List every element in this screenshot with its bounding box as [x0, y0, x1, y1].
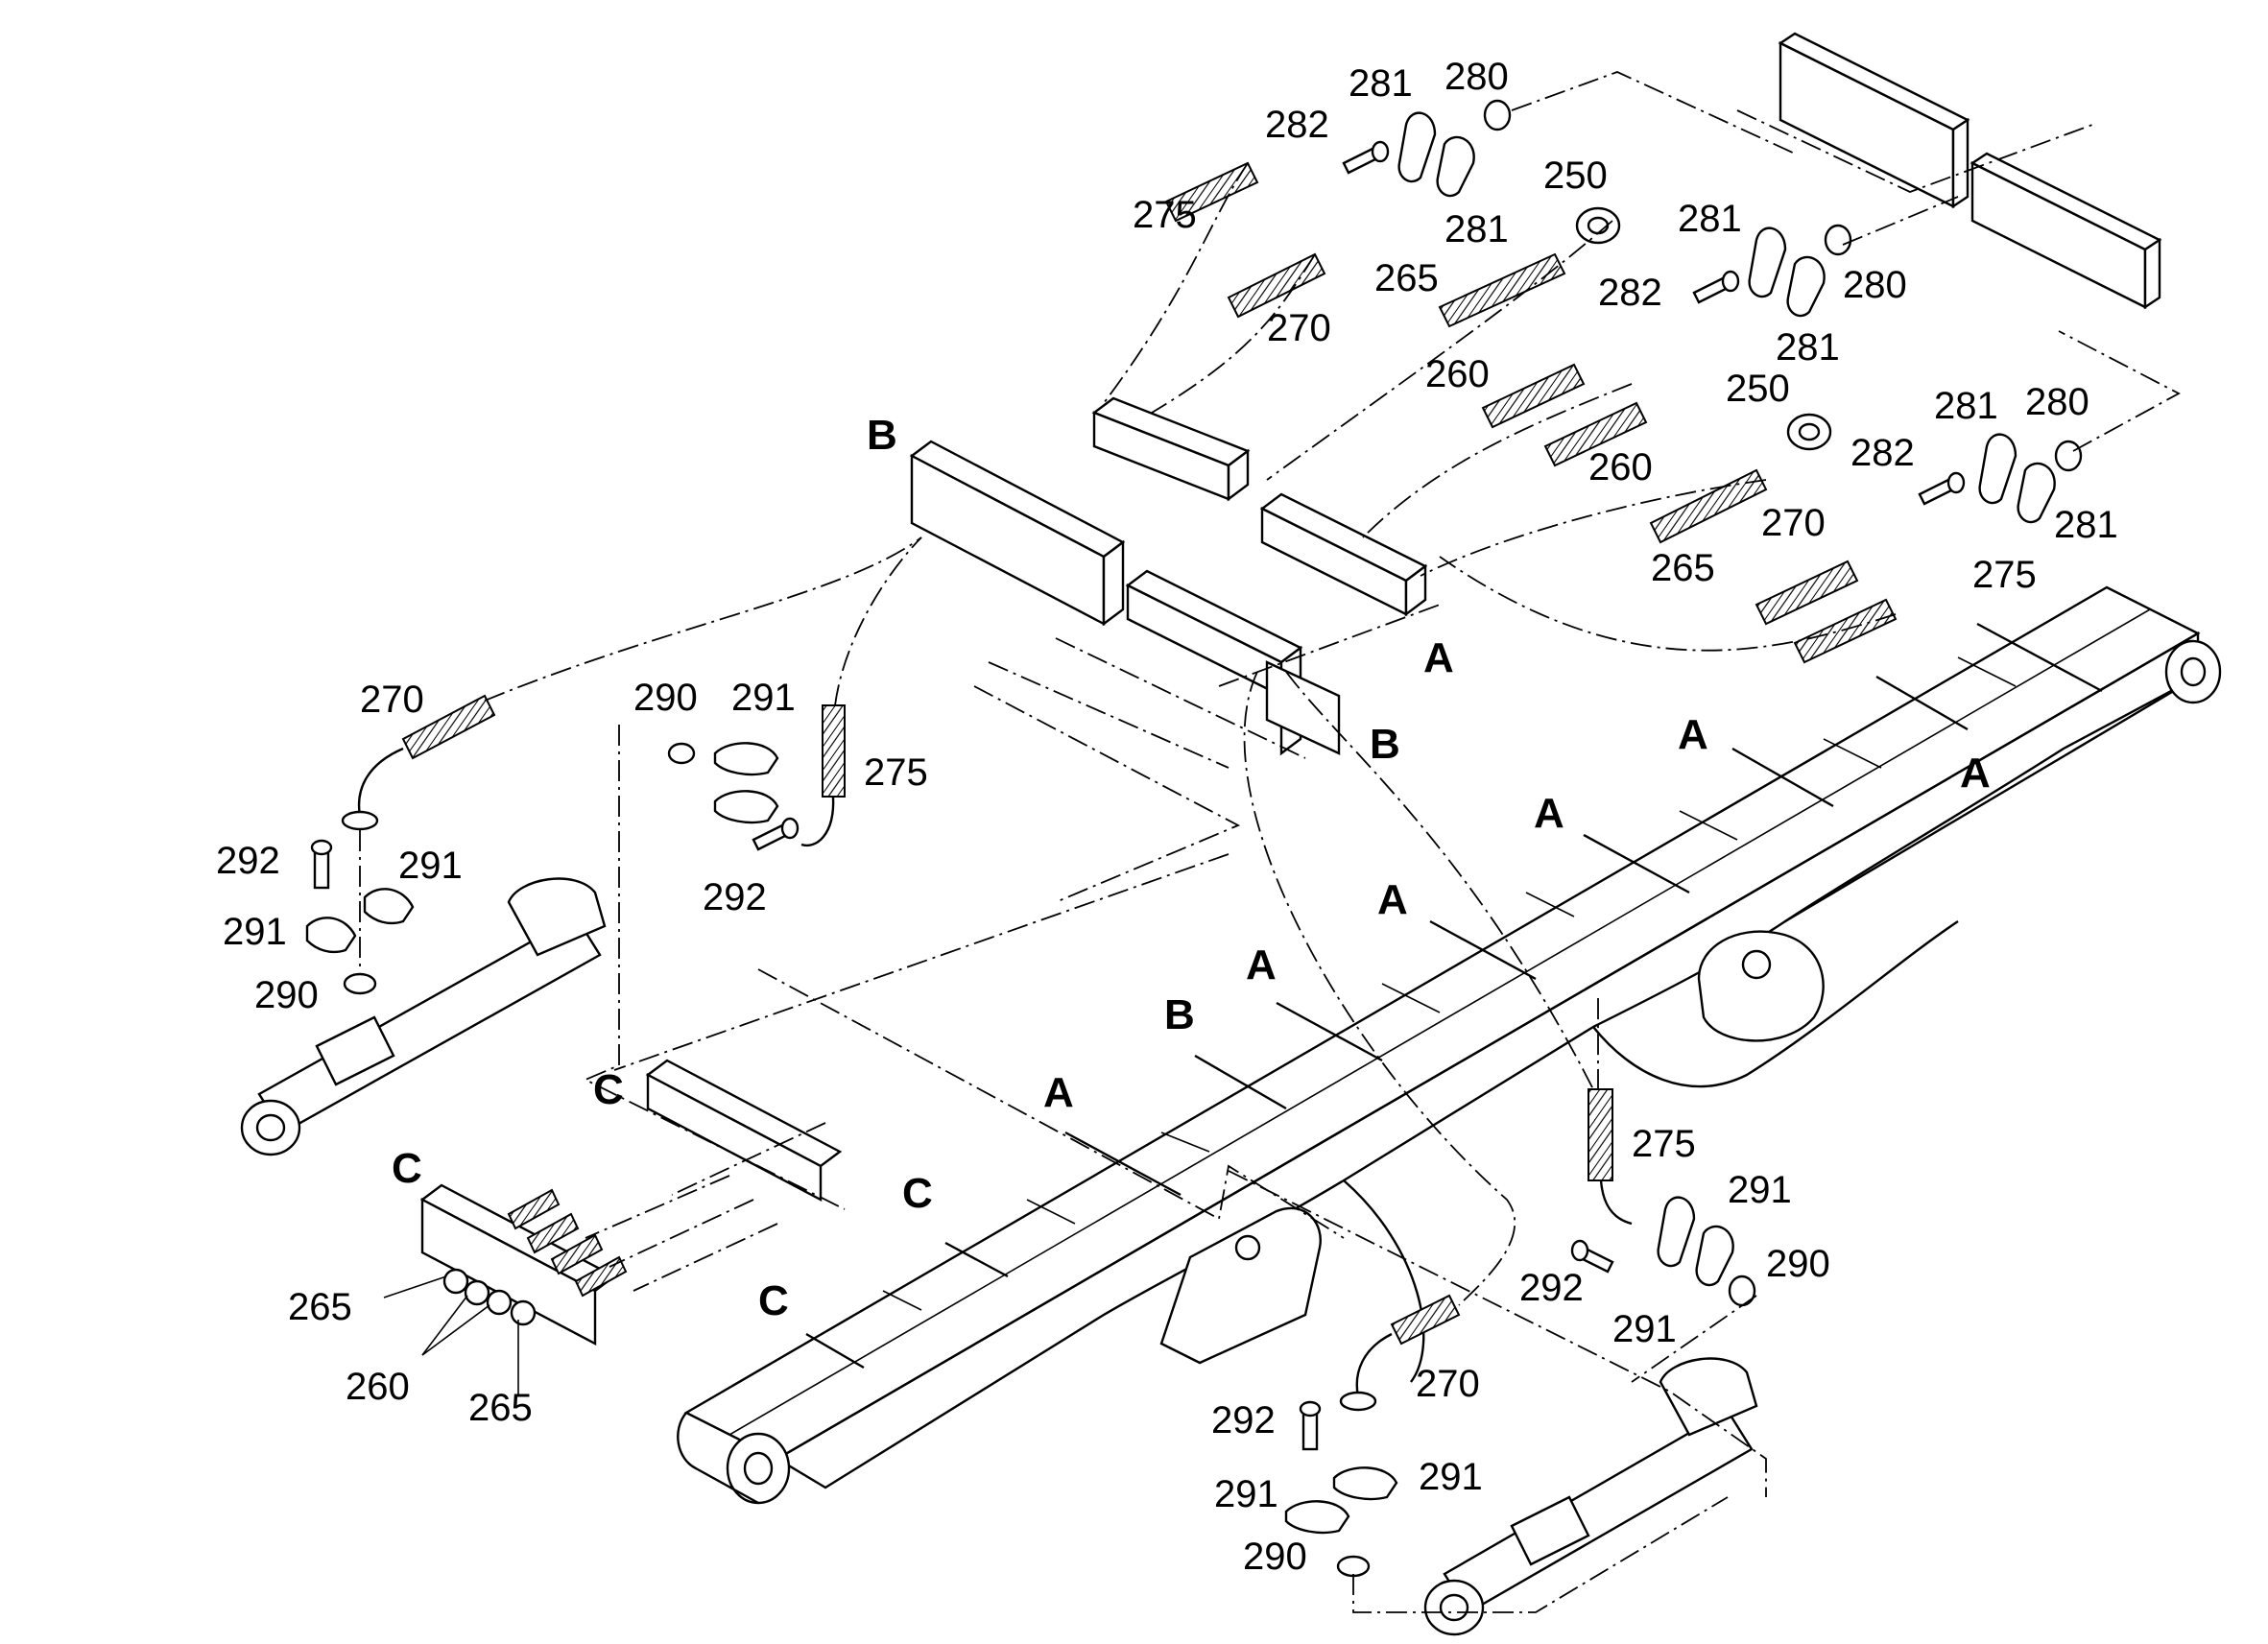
label-291: 291: [731, 677, 796, 719]
label-292: 292: [1211, 1399, 1276, 1441]
hose-275-top: [1164, 161, 1259, 223]
label-275: 275: [1632, 1123, 1696, 1165]
hose-270-left: [401, 694, 496, 760]
section-label-b: B: [1164, 991, 1195, 1038]
section-label-a: A: [1423, 634, 1454, 681]
label-275: 275: [1133, 194, 1197, 236]
section-label-c: C: [392, 1145, 422, 1192]
assembly-lines: [359, 71, 2181, 1613]
label-290: 290: [1243, 1536, 1307, 1578]
label-250: 250: [1543, 155, 1608, 197]
deck-clamp-bars: [805, 622, 2103, 1370]
label-275: 275: [864, 751, 928, 794]
hose-265-top: [1438, 252, 1566, 328]
label-291: 291: [398, 845, 463, 887]
section-label-a: A: [1960, 750, 1991, 797]
section-label-b: B: [1370, 721, 1400, 768]
clamp-block-b-lower: [909, 440, 1126, 627]
label-250: 250: [1726, 368, 1790, 410]
hose-275-right: [1588, 1088, 1613, 1181]
label-260: 260: [1588, 446, 1653, 488]
leader-lines: [383, 1275, 519, 1396]
hose-275-mid: [1793, 598, 1898, 664]
label-290: 290: [1766, 1243, 1830, 1285]
label-282: 282: [1850, 432, 1915, 474]
deck-hole-marks: [882, 656, 2017, 1311]
label-292: 292: [216, 840, 280, 882]
clamp-block-c-upper: [645, 1059, 843, 1202]
label-281: 281: [1678, 198, 1742, 240]
label-265: 265: [1651, 547, 1715, 589]
label-265: 265: [1374, 257, 1439, 299]
label-270: 270: [360, 679, 424, 721]
manifold-block-lower: [1970, 152, 2162, 310]
label-265: 265: [468, 1387, 533, 1429]
section-label-a: A: [1678, 711, 1708, 758]
boom-arm: [677, 585, 2222, 1505]
hose-260-a: [1481, 363, 1586, 429]
label-290: 290: [633, 677, 698, 719]
manifold-block-upper: [1778, 32, 1970, 209]
flange-halves: [305, 111, 2056, 1535]
hose-270-mid: [1755, 560, 1859, 626]
label-291: 291: [1214, 1473, 1278, 1515]
label-280: 280: [1444, 56, 1509, 98]
section-label-c: C: [593, 1066, 624, 1113]
label-281: 281: [1934, 385, 1998, 427]
hose-260-b: [1543, 401, 1648, 467]
hydraulic-cylinder-right: [1423, 1357, 1758, 1636]
label-270: 270: [1267, 307, 1331, 349]
hose-275-left: [822, 704, 846, 798]
hydraulic-cylinder-left: [240, 877, 607, 1156]
label-275: 275: [1972, 554, 2037, 596]
label-260: 260: [1425, 353, 1490, 395]
clamp-block-b-upper: [1091, 396, 1251, 502]
label-291: 291: [1612, 1308, 1677, 1350]
section-label-c: C: [758, 1277, 789, 1324]
label-292: 292: [703, 876, 767, 918]
hose-265-mid: [1649, 468, 1768, 544]
section-label-b: B: [867, 412, 897, 459]
fittings-250: [1575, 206, 1832, 451]
label-281: 281: [1444, 208, 1509, 250]
label-282: 282: [1265, 104, 1329, 146]
clamp-block-a-lower: [1125, 569, 1341, 756]
clamp-block-a-upper: [1259, 492, 1428, 617]
section-label-c: C: [902, 1170, 933, 1217]
label-265: 265: [288, 1286, 352, 1328]
label-291: 291: [223, 911, 287, 953]
label-292: 292: [1519, 1267, 1584, 1309]
section-letters: B A B A A A A A B A C C C C: [392, 412, 1991, 1324]
label-270: 270: [1416, 1363, 1480, 1405]
part-labels: 280 281 282 275 250 281 265 270 281 282 …: [216, 56, 2118, 1578]
label-270: 270: [1761, 502, 1826, 544]
label-281: 281: [1349, 62, 1413, 105]
section-label-a: A: [1246, 941, 1277, 989]
section-label-a: A: [1534, 790, 1564, 837]
hose-270-bottom: [1390, 1294, 1461, 1346]
hose-270-top: [1227, 252, 1326, 319]
label-280: 280: [1843, 264, 1907, 306]
label-290: 290: [254, 974, 319, 1016]
label-291: 291: [1419, 1456, 1483, 1498]
label-260: 260: [346, 1366, 410, 1408]
bolts-282-292: [310, 140, 1966, 1451]
section-label-a: A: [1043, 1069, 1074, 1116]
label-280: 280: [2025, 381, 2089, 423]
hoses: [341, 161, 1898, 1412]
label-281: 281: [2054, 504, 2118, 546]
section-label-a: A: [1377, 876, 1408, 923]
label-282: 282: [1598, 272, 1662, 314]
label-281: 281: [1776, 326, 1840, 369]
label-291: 291: [1728, 1169, 1792, 1211]
